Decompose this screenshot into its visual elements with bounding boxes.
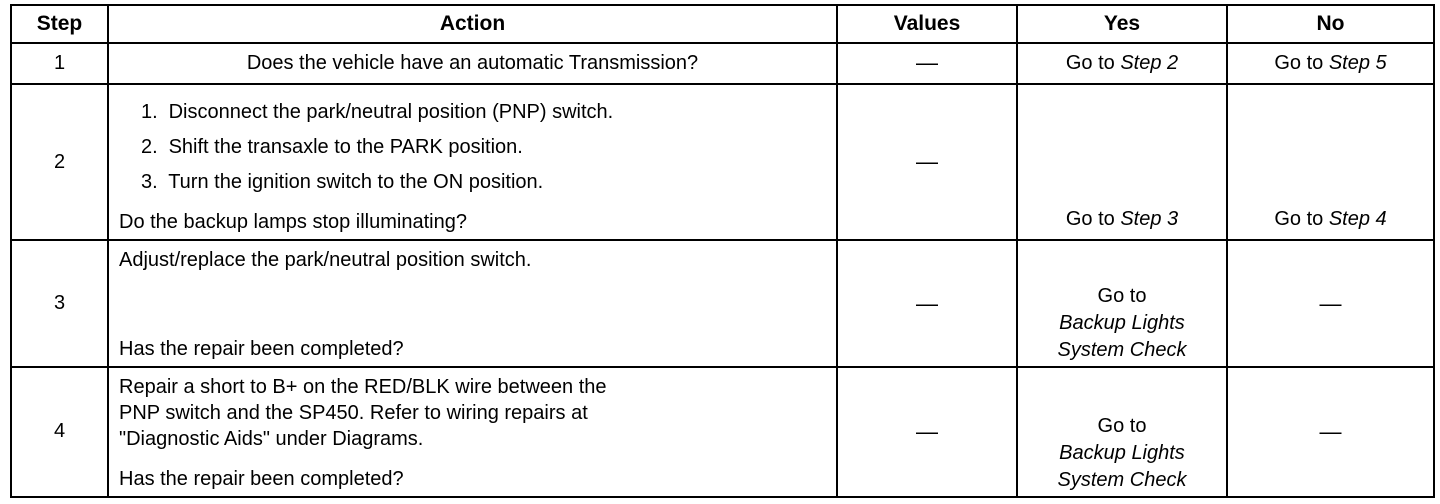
instruction-list: 1. Disconnect the park/neutral position … xyxy=(119,95,828,200)
yes-cell: Go to Step 3 xyxy=(1016,82,1228,242)
yes-link-line2[interactable]: System Check xyxy=(1057,469,1187,491)
no-step-link[interactable]: Step 5 xyxy=(1328,51,1387,74)
header-values: Values xyxy=(836,4,1018,44)
instruction-item: 3. Turn the ignition switch to the ON po… xyxy=(141,170,544,193)
action-cell: 1. Disconnect the park/neutral position … xyxy=(107,82,838,242)
action-instruction: Adjust/replace the park/neutral position… xyxy=(119,249,532,272)
no-prefix: Go to xyxy=(1274,208,1324,231)
yes-prefix: Go to xyxy=(1065,208,1115,231)
values-cell: — xyxy=(836,42,1018,85)
action-question: Do the backup lamps stop illuminating? xyxy=(119,211,467,234)
yes-prefix: Go to xyxy=(1097,284,1147,307)
diagnostic-page: Step Action Values Yes No 1 Does the veh… xyxy=(10,4,1435,499)
instruction-item: 2. Shift the transaxle to the PARK posit… xyxy=(141,135,523,158)
action-instruction: Repair a short to B+ on the RED/BLK wire… xyxy=(119,374,828,452)
step-number: 3 xyxy=(10,239,109,368)
header-yes: Yes xyxy=(1016,4,1228,44)
yes-cell: Go to Backup Lights System Check xyxy=(1016,365,1228,499)
no-cell: Go to Step 4 xyxy=(1226,82,1435,242)
yes-step-link[interactable]: Step 3 xyxy=(1120,208,1179,231)
no-cell: — xyxy=(1226,239,1435,368)
header-action: Action xyxy=(107,4,838,44)
instruction-line: PNP switch and the SP450. Refer to wirin… xyxy=(119,401,588,424)
table-row: 3 Adjust/replace the park/neutral positi… xyxy=(10,239,1435,368)
yes-prefix: Go to xyxy=(1097,415,1147,437)
yes-link-line1[interactable]: Backup Lights xyxy=(1059,442,1185,464)
values-cell: — xyxy=(836,82,1018,242)
values-cell: — xyxy=(836,239,1018,368)
table-row: 4 Repair a short to B+ on the RED/BLK wi… xyxy=(10,365,1435,499)
action-question: Has the repair been completed? xyxy=(119,468,404,490)
yes-step-link[interactable]: Step 2 xyxy=(1120,51,1179,74)
table-row: 1 Does the vehicle have an automatic Tra… xyxy=(10,42,1435,85)
yes-prefix: Go to xyxy=(1065,51,1115,74)
action-cell: Adjust/replace the park/neutral position… xyxy=(107,239,838,368)
no-step-link[interactable]: Step 4 xyxy=(1328,208,1387,231)
action-cell: Repair a short to B+ on the RED/BLK wire… xyxy=(107,365,838,499)
no-cell: — xyxy=(1226,365,1435,499)
step-number: 2 xyxy=(10,82,109,242)
yes-cell: Go to Backup Lights System Check xyxy=(1016,239,1228,368)
diagnostic-table: Step Action Values Yes No 1 Does the veh… xyxy=(10,4,1435,499)
step-number: 4 xyxy=(10,365,109,499)
yes-link-line1[interactable]: Backup Lights xyxy=(1059,311,1185,334)
header-no: No xyxy=(1226,4,1435,44)
instruction-item: 1. Disconnect the park/neutral position … xyxy=(141,100,614,123)
no-cell: Go to Step 5 xyxy=(1226,42,1435,85)
header-step: Step xyxy=(10,4,109,44)
yes-link-line2[interactable]: System Check xyxy=(1057,338,1187,361)
yes-cell: Go to Step 2 xyxy=(1016,42,1228,85)
no-prefix: Go to xyxy=(1274,51,1324,74)
step-number: 1 xyxy=(10,42,109,85)
table-row: 2 1. Disconnect the park/neutral positio… xyxy=(10,82,1435,242)
instruction-line: "Diagnostic Aids" under Diagrams. xyxy=(119,427,424,450)
header-row: Step Action Values Yes No xyxy=(10,4,1435,44)
action-question: Does the vehicle have an automatic Trans… xyxy=(107,42,838,85)
instruction-line: Repair a short to B+ on the RED/BLK wire… xyxy=(119,375,607,398)
action-question: Has the repair been completed? xyxy=(119,337,404,360)
values-cell: — xyxy=(836,365,1018,499)
